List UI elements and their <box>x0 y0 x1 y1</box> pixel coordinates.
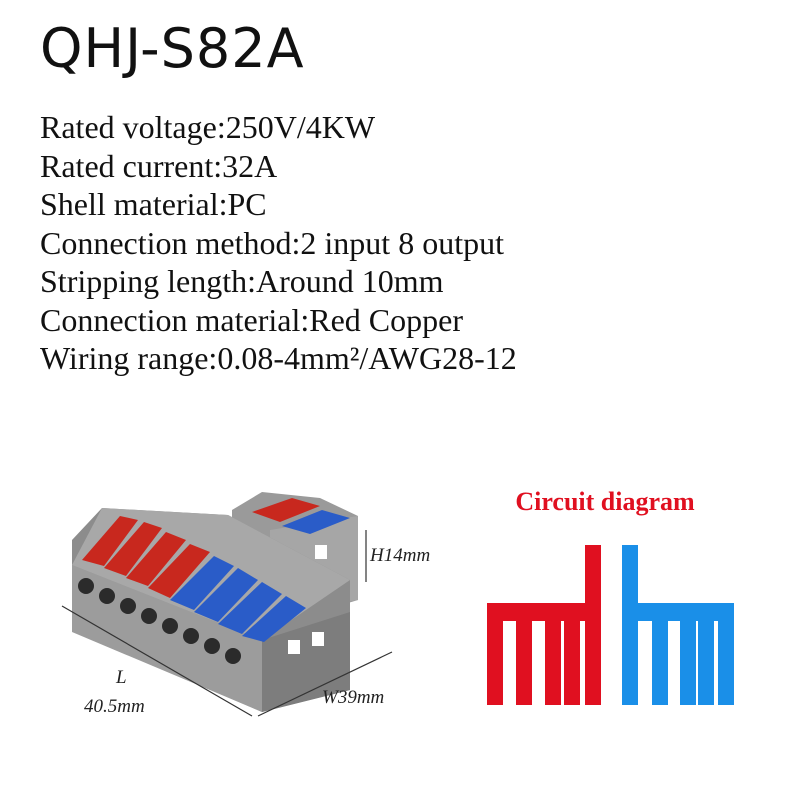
output-slot <box>312 632 324 646</box>
lever-red <box>126 532 186 586</box>
spec-rated-voltage: Rated voltage:250V/4KW <box>40 108 517 147</box>
spec-label: Rated current: <box>40 147 223 184</box>
spec-label: Stripping length: <box>40 263 256 299</box>
output-levers <box>82 516 306 642</box>
spec-stripping-length: Stripping length:Around 10mm <box>40 262 517 301</box>
spec-connection-method: Connection method:2 input 8 output <box>40 224 517 263</box>
circuit-output-blue <box>680 603 696 705</box>
spec-label: Rated voltage: <box>40 109 226 145</box>
lever-red <box>148 544 210 598</box>
spec-value: 32A <box>222 147 278 184</box>
circuit-output-side <box>622 545 734 705</box>
spec-label: Connection method: <box>40 224 301 261</box>
spec-wiring-range: Wiring range:0.08-4mm²/AWG28-12 <box>40 339 517 378</box>
spec-connection-material: Connection material:Red Copper <box>40 301 517 340</box>
spec-label: Wiring range: <box>40 340 218 376</box>
circuit-output-blue <box>652 603 668 705</box>
dimension-height: H14mm <box>370 545 431 566</box>
input-lever-blue <box>282 510 350 534</box>
wire-holes <box>78 578 241 664</box>
spec-list: Rated voltage:250V/4KW Rated current:32A… <box>40 108 517 378</box>
spec-value: 2 input 8 output <box>300 224 504 261</box>
spec-value: 250V/4KW <box>225 109 376 145</box>
circuit-diagram-title: Circuit diagram <box>515 487 695 516</box>
circuit-output-blue <box>698 603 714 705</box>
circuit-input-bar <box>622 603 734 621</box>
lever-blue <box>242 596 306 642</box>
circuit-input-bus <box>585 545 601 705</box>
spec-rated-current: Rated current:32A <box>40 147 517 186</box>
input-slot <box>315 545 327 559</box>
spec-label: Connection material: <box>40 301 310 338</box>
lever-red <box>104 522 162 576</box>
dimension-width: W39mm <box>322 687 385 708</box>
circuit-output-red <box>516 603 532 705</box>
product-title: QHJ-S82A <box>40 17 305 80</box>
lever-blue <box>194 568 258 622</box>
spec-value: 0.08-4mm²/AWG28-12 <box>217 340 517 376</box>
circuit-input-bar <box>487 603 601 621</box>
dimension-length-value: 40.5mm <box>84 696 145 717</box>
input-lever-red <box>252 498 320 522</box>
circuit-output-red <box>487 603 503 705</box>
circuit-input-side <box>487 545 601 705</box>
lever-red <box>82 516 138 566</box>
spec-label: Shell material: <box>40 186 228 222</box>
lever-blue <box>170 556 234 610</box>
lever-blue <box>218 582 282 634</box>
spec-shell-material: Shell material:PC <box>40 185 517 224</box>
spec-value: Red Copper <box>309 301 463 338</box>
circuit-output-red <box>564 603 580 705</box>
output-slot <box>288 640 300 654</box>
spec-value: Around 10mm <box>256 263 444 299</box>
circuit-output-blue <box>718 603 734 705</box>
dimension-lines <box>61 530 393 717</box>
spec-value: PC <box>227 186 267 222</box>
circuit-input-bus <box>622 545 638 705</box>
dimension-length-label: L <box>116 667 127 688</box>
circuit-output-red <box>545 603 561 705</box>
